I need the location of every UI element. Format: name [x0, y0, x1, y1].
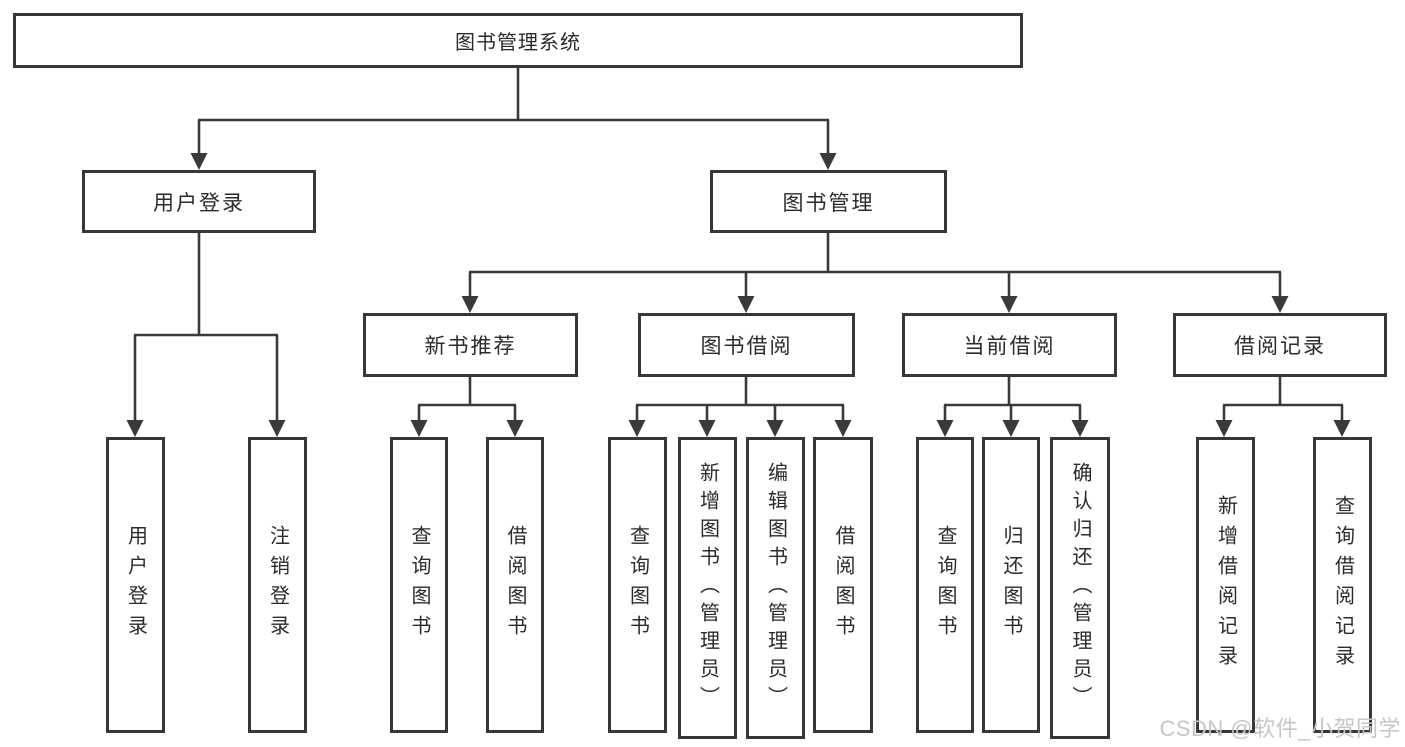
node-leaf-borrow-books-1: 借阅图书	[486, 437, 544, 733]
node-leaf-add-book-admin-label: 新增图书（管理员）	[696, 462, 719, 714]
node-leaf-query-books-3-label: 查询图书	[934, 525, 956, 645]
node-root: 图书管理系统	[13, 13, 1023, 68]
node-leaf-confirm-return-admin-label: 确认归还（管理员）	[1069, 462, 1091, 714]
watermark: CSDN @软件_小贺同学	[1159, 716, 1401, 741]
node-leaf-logout-label: 注销登录	[266, 525, 289, 645]
node-branch-book-borrow: 图书借阅	[638, 313, 855, 377]
node-leaf-edit-book-admin-label: 编辑图书（管理员）	[764, 462, 787, 714]
node-branch-book-borrow-label: 图书借阅	[700, 335, 793, 358]
node-leaf-confirm-return-admin: 确认归还（管理员）	[1050, 437, 1110, 739]
node-branch-user-login-label: 用户登录	[153, 191, 245, 215]
node-leaf-add-borrow-record-label: 新增借阅记录	[1214, 495, 1237, 675]
node-leaf-return-books-label: 归还图书	[1000, 525, 1022, 645]
node-leaf-query-books-1: 查询图书	[390, 437, 448, 733]
node-branch-borrow-records-label: 借阅记录	[1234, 335, 1326, 358]
node-leaf-edit-book-admin: 编辑图书（管理员）	[746, 437, 805, 739]
node-leaf-query-borrow-record: 查询借阅记录	[1313, 437, 1372, 733]
node-leaf-user-login: 用户登录	[106, 437, 165, 733]
node-branch-book-management: 图书管理	[710, 170, 947, 233]
node-branch-new-book-recommend-label: 新书推荐	[424, 335, 517, 358]
node-leaf-query-borrow-record-label: 查询借阅记录	[1331, 495, 1354, 675]
node-leaf-return-books: 归还图书	[982, 437, 1040, 733]
node-branch-current-borrow: 当前借阅	[902, 313, 1117, 377]
node-leaf-query-books-2-label: 查询图书	[626, 525, 649, 645]
node-leaf-query-books-1-label: 查询图书	[408, 525, 430, 645]
node-leaf-query-books-2: 查询图书	[608, 437, 667, 733]
node-leaf-borrow-books-2-label: 借阅图书	[832, 525, 854, 645]
node-leaf-borrow-books-1-label: 借阅图书	[504, 525, 526, 645]
node-leaf-add-book-admin: 新增图书（管理员）	[678, 437, 737, 739]
node-root-label: 图书管理系统	[455, 32, 581, 54]
node-leaf-user-login-label: 用户登录	[124, 525, 147, 645]
node-branch-current-borrow-label: 当前借阅	[963, 335, 1056, 358]
node-leaf-query-books-3: 查询图书	[916, 437, 974, 733]
node-branch-book-management-label: 图书管理	[782, 191, 875, 215]
node-branch-borrow-records: 借阅记录	[1173, 313, 1387, 377]
node-branch-user-login: 用户登录	[82, 170, 316, 233]
node-leaf-add-borrow-record: 新增借阅记录	[1196, 437, 1255, 733]
node-branch-new-book-recommend: 新书推荐	[363, 313, 578, 377]
node-leaf-logout: 注销登录	[248, 437, 307, 733]
node-leaf-borrow-books-2: 借阅图书	[813, 437, 873, 733]
